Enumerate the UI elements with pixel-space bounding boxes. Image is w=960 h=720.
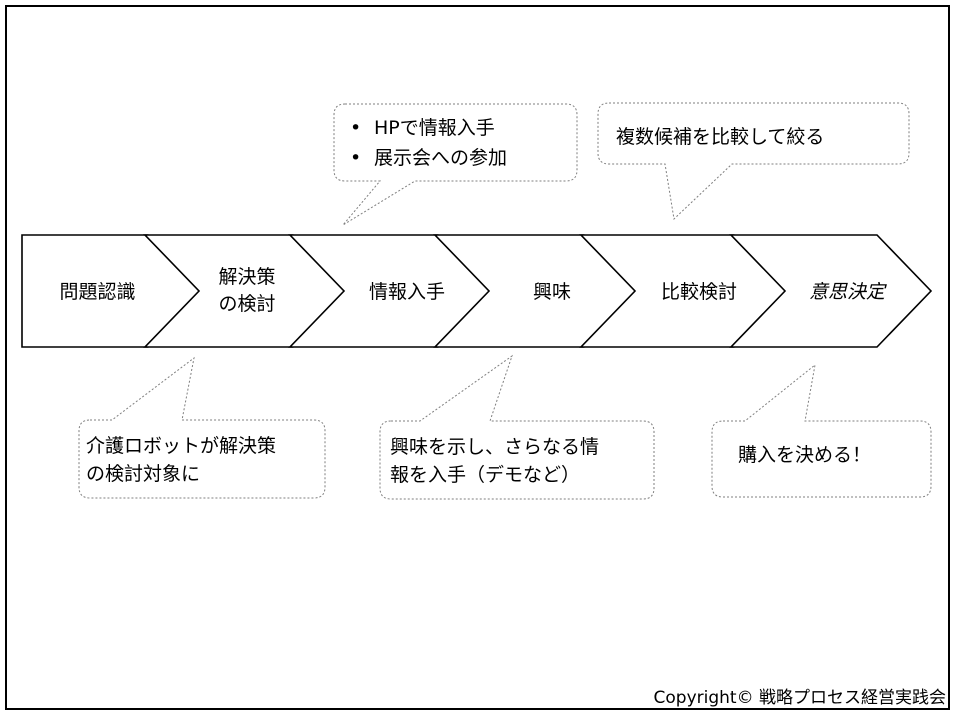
callout-info: HPで情報入手 展示会への参加 bbox=[340, 113, 572, 173]
callout-interest: 興味を示し、さらなる情 報を入手（デモなど） bbox=[390, 433, 652, 489]
callout-interest-line2: 報を入手（デモなど） bbox=[390, 464, 581, 486]
step-label-6: 意思決定 bbox=[808, 280, 885, 303]
callout-info-list: HPで情報入手 展示会への参加 bbox=[340, 113, 572, 173]
callout-compare-text: 複数候補を比較して絞る bbox=[616, 126, 825, 148]
step-label-2-line2: の検討 bbox=[218, 293, 276, 315]
callout-solution-bubble bbox=[78, 356, 326, 499]
callout-info-item: HPで情報入手 bbox=[340, 113, 572, 143]
callout-solution-line2: の検討対象に bbox=[86, 463, 201, 485]
callout-decision-bubble bbox=[711, 363, 932, 498]
step-label-3: 情報入手 bbox=[368, 280, 445, 303]
callout-solution: 介護ロボットが解決策 の検討対象に bbox=[86, 432, 322, 488]
copyright-footer: Copyright© 戦略プロセス経営実践会 bbox=[653, 688, 946, 708]
callout-decision-text: 購入を決める！ bbox=[738, 444, 872, 466]
callout-solution-line1: 介護ロボットが解決策 bbox=[86, 435, 277, 457]
step-label-1: 問題認識 bbox=[59, 280, 136, 303]
slide-frame bbox=[5, 5, 950, 710]
step-label-4: 興味 bbox=[532, 280, 571, 303]
callout-interest-bubble bbox=[379, 354, 655, 500]
callout-interest-line1: 興味を示し、さらなる情 bbox=[390, 436, 600, 458]
callout-info-item: 展示会への参加 bbox=[340, 143, 572, 173]
step-label-2-line1: 解決策 bbox=[218, 266, 276, 288]
step-shape-6 bbox=[729, 234, 933, 348]
callout-compare-bubble bbox=[597, 102, 910, 221]
step-label-5: 比較検討 bbox=[660, 280, 737, 303]
step-label-2: 解決策 の検討 bbox=[192, 258, 302, 324]
